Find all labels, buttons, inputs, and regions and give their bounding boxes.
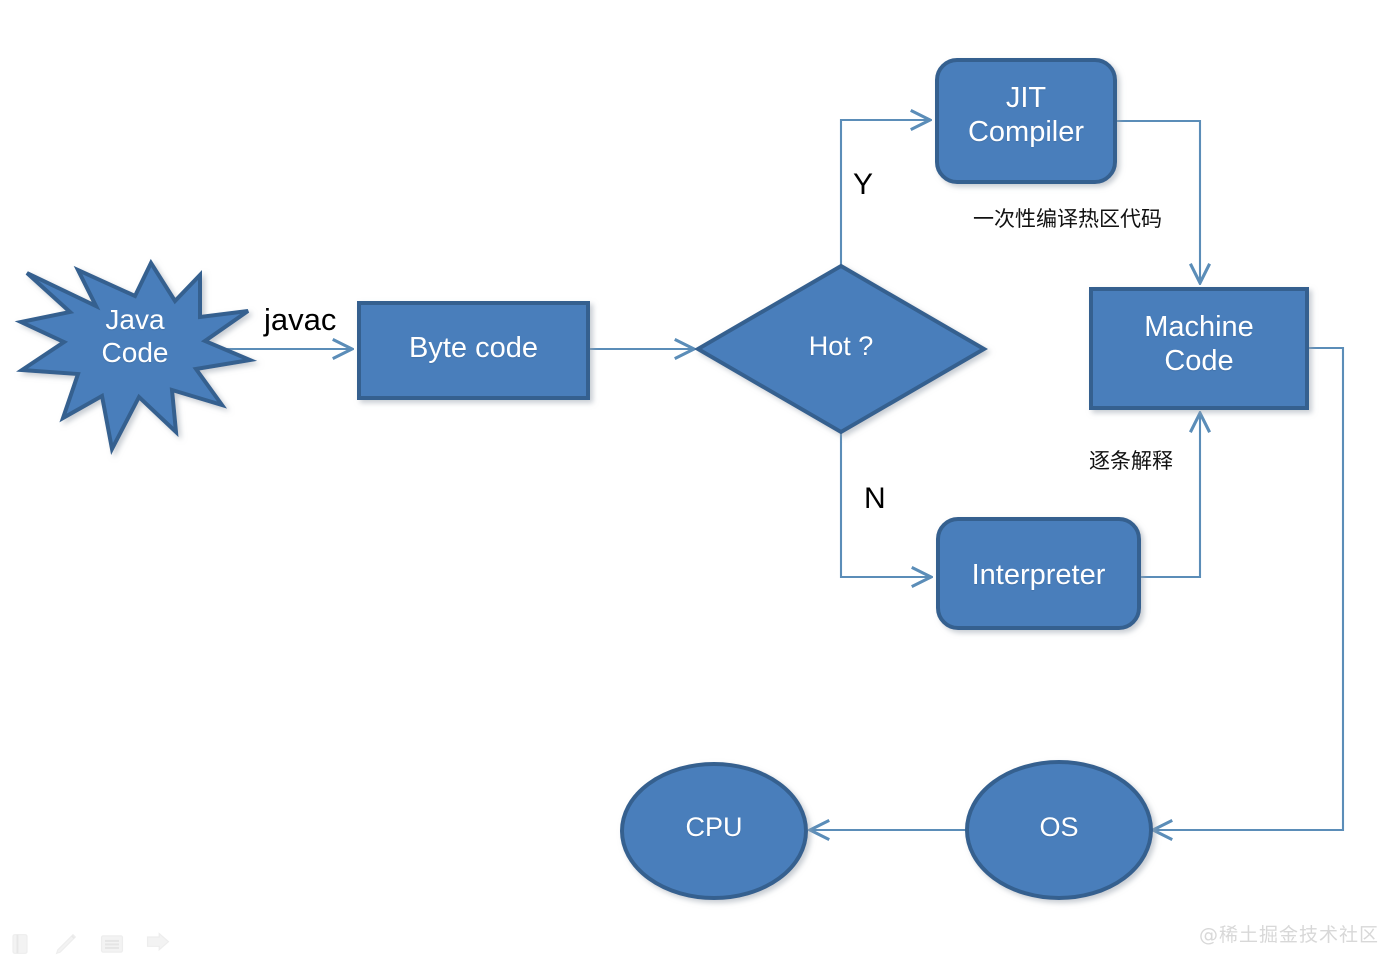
edge-interpreter-to-machine — [1140, 413, 1200, 579]
edge-label-interpreter-note: 逐条解释 — [1089, 449, 1173, 473]
edge-machine-to-os — [1153, 346, 1345, 830]
tool-icon-bar[interactable] — [6, 930, 172, 958]
edge-hot-no-to-interpreter — [839, 432, 931, 577]
node-cpu[interactable] — [620, 762, 808, 900]
node-interpreter[interactable] — [936, 517, 1141, 630]
watermark: @稀土掘金技术社区 — [1199, 924, 1380, 946]
node-os[interactable] — [965, 760, 1153, 900]
share-icon[interactable] — [144, 930, 172, 958]
lines-icon[interactable] — [98, 930, 126, 958]
edge-label-jit-note: 一次性编译热区代码 — [973, 207, 1162, 231]
edge-jit-to-machine — [1116, 119, 1200, 283]
node-machine-code[interactable] — [1089, 287, 1309, 410]
edge-label-javac: javac — [264, 302, 337, 337]
node-java-code[interactable] — [14, 258, 258, 456]
edge-label-no: N — [864, 482, 886, 515]
pencil-icon[interactable] — [52, 930, 80, 958]
crop-icon[interactable] — [6, 930, 34, 958]
node-byte-code[interactable] — [357, 301, 590, 400]
node-jit-compiler[interactable] — [935, 58, 1117, 184]
edge-label-yes: Y — [853, 168, 874, 201]
node-hot-decision[interactable] — [694, 263, 988, 435]
edge-hot-yes-to-jit — [839, 120, 930, 266]
